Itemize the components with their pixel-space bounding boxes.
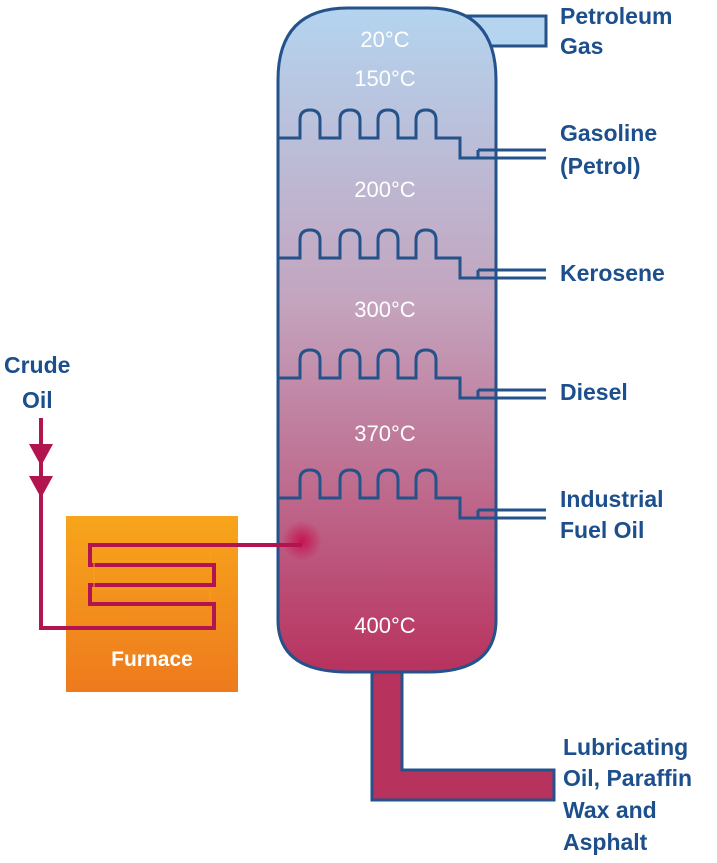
- side-draw-pipes: [476, 148, 546, 520]
- product-diesel: Diesel: [560, 379, 628, 405]
- arrow-down-icon: [29, 476, 53, 498]
- feed-label-line1: Crude: [4, 352, 70, 378]
- arrow-down-icon: [29, 444, 53, 466]
- temp-370: 370°C: [354, 421, 416, 446]
- product-residue-line1: Lubricating: [563, 734, 688, 760]
- feed-inlet-glow: [282, 521, 322, 561]
- temp-200: 200°C: [354, 177, 416, 202]
- crude-oil-line: [39, 418, 302, 630]
- gasoline-pipe: [476, 148, 546, 160]
- fuel-oil-pipe: [476, 508, 546, 520]
- product-petroleum-gas-line2: Gas: [560, 33, 603, 59]
- product-fuel-oil-line1: Industrial: [560, 486, 664, 512]
- product-residue-line4: Asphalt: [563, 829, 648, 855]
- product-residue-line2: Oil, Paraffin: [563, 765, 692, 791]
- product-petroleum-gas-line1: Petroleum: [560, 3, 672, 29]
- distillation-column: [276, 6, 498, 674]
- product-residue-line3: Wax and: [563, 797, 657, 823]
- residue-pipe: [370, 658, 556, 802]
- product-gasoline-line1: Gasoline: [560, 120, 657, 146]
- product-kerosene: Kerosene: [560, 260, 665, 286]
- product-fuel-oil-line2: Fuel Oil: [560, 517, 644, 543]
- temp-400: 400°C: [354, 613, 416, 638]
- furnace-label: Furnace: [111, 648, 193, 671]
- temp-20: 20°C: [360, 27, 409, 52]
- feed-label-line2: Oil: [22, 387, 53, 413]
- temp-300: 300°C: [354, 297, 416, 322]
- temp-150: 150°C: [354, 66, 416, 91]
- heating-coil-inner: [93, 548, 211, 600]
- product-gasoline-line2: (Petrol): [560, 153, 641, 179]
- diesel-pipe: [476, 388, 546, 400]
- kerosene-pipe: [476, 268, 546, 280]
